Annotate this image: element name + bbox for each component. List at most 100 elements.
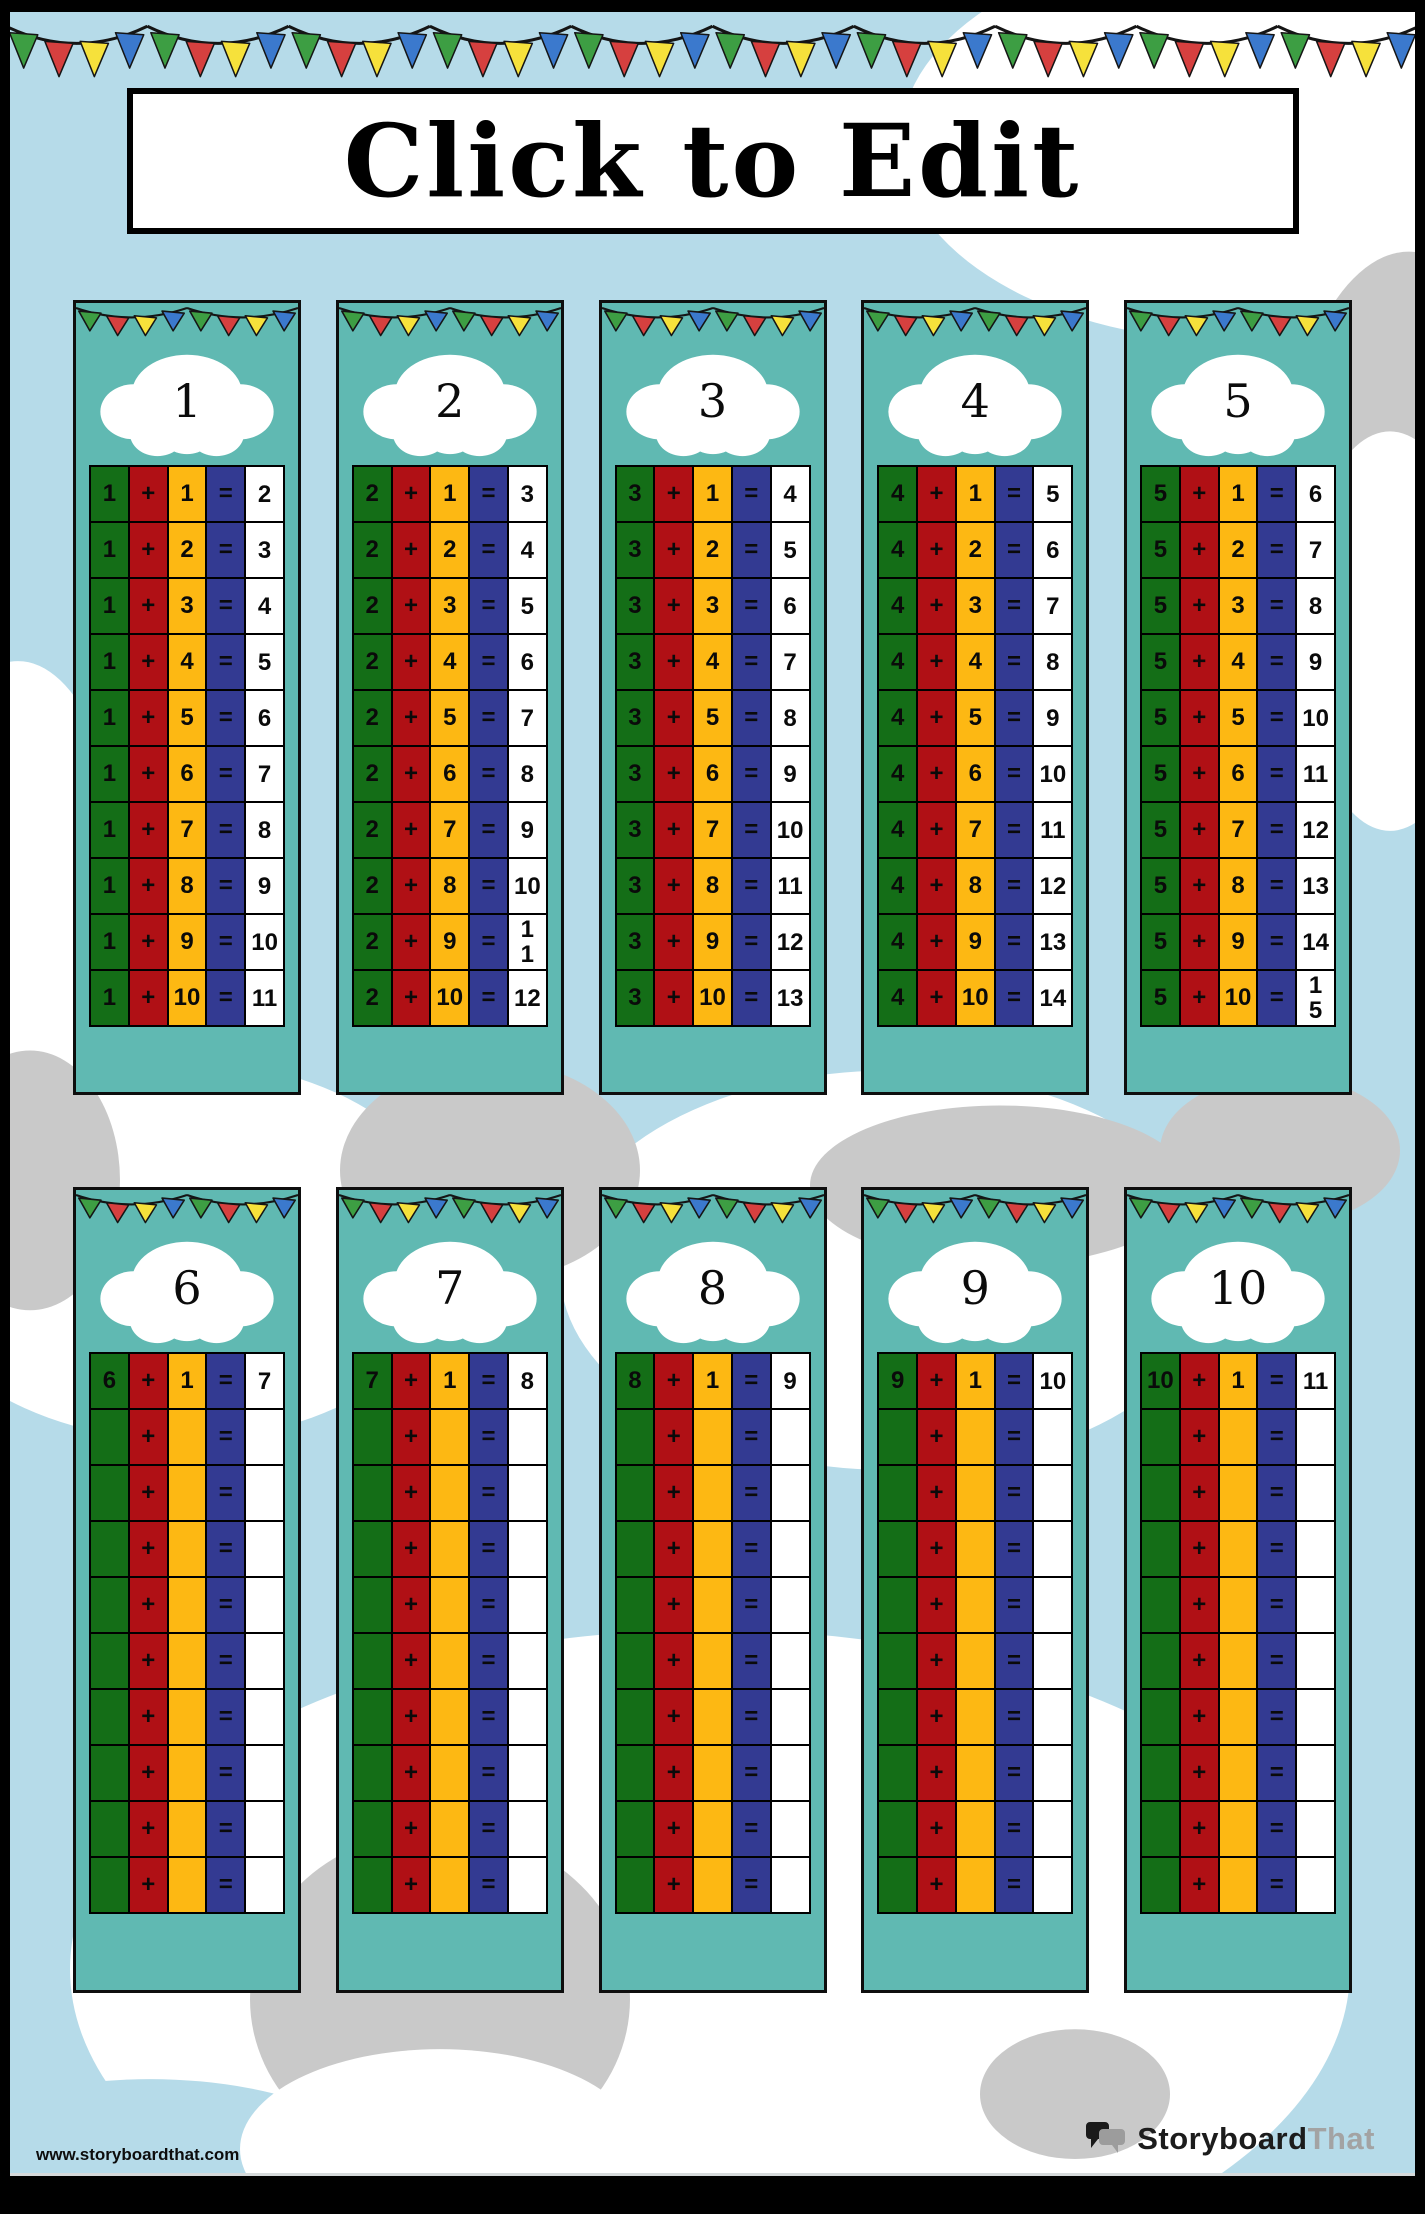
- augend-cell[interactable]: 1: [89, 745, 130, 803]
- sum-cell[interactable]: 12: [1032, 857, 1074, 915]
- equals-cell[interactable]: =: [1256, 1464, 1298, 1522]
- addend-cell[interactable]: 8: [692, 857, 733, 915]
- equals-cell[interactable]: =: [993, 1744, 1035, 1802]
- plus-cell[interactable]: +: [127, 465, 169, 523]
- equals-cell[interactable]: =: [993, 1632, 1035, 1690]
- plus-cell[interactable]: +: [653, 913, 695, 971]
- sum-cell[interactable]: 7: [244, 745, 285, 803]
- addend-cell[interactable]: 2: [954, 521, 996, 579]
- equals-cell[interactable]: =: [468, 1352, 509, 1410]
- augend-cell[interactable]: [351, 1800, 393, 1858]
- plus-cell[interactable]: +: [653, 1464, 695, 1522]
- equals-cell[interactable]: =: [1256, 745, 1298, 803]
- addend-cell[interactable]: [692, 1464, 733, 1522]
- sum-cell[interactable]: 9: [769, 1352, 811, 1410]
- equals-cell[interactable]: =: [468, 857, 509, 915]
- sum-cell[interactable]: [244, 1520, 285, 1578]
- equals-cell[interactable]: =: [1256, 521, 1298, 579]
- plus-cell[interactable]: +: [127, 689, 169, 747]
- equals-cell[interactable]: =: [205, 1408, 247, 1466]
- plus-cell[interactable]: +: [127, 1520, 169, 1578]
- equals-cell[interactable]: =: [1256, 1520, 1298, 1578]
- sum-cell[interactable]: [1032, 1744, 1074, 1802]
- sum-cell[interactable]: 4: [506, 521, 548, 579]
- augend-cell[interactable]: 3: [614, 857, 656, 915]
- sum-cell[interactable]: [1032, 1576, 1074, 1634]
- addend-cell[interactable]: [1217, 1464, 1259, 1522]
- equals-cell[interactable]: =: [468, 801, 509, 859]
- augend-cell[interactable]: [877, 1520, 919, 1578]
- addend-cell[interactable]: 3: [429, 577, 471, 635]
- sum-cell[interactable]: [244, 1576, 285, 1634]
- augend-cell[interactable]: 1: [89, 633, 130, 691]
- plus-cell[interactable]: +: [1178, 521, 1220, 579]
- addend-cell[interactable]: [429, 1800, 471, 1858]
- addend-cell[interactable]: 7: [1217, 801, 1259, 859]
- sum-cell[interactable]: [769, 1800, 811, 1858]
- plus-cell[interactable]: +: [653, 801, 695, 859]
- plus-cell[interactable]: +: [653, 969, 695, 1027]
- augend-cell[interactable]: 1: [89, 857, 130, 915]
- equals-cell[interactable]: =: [205, 689, 247, 747]
- addend-cell[interactable]: [166, 1408, 208, 1466]
- augend-cell[interactable]: [89, 1688, 130, 1746]
- addend-cell[interactable]: 10: [954, 969, 996, 1027]
- addend-cell[interactable]: [166, 1856, 208, 1914]
- addend-cell[interactable]: 8: [954, 857, 996, 915]
- sum-cell[interactable]: [244, 1632, 285, 1690]
- equals-cell[interactable]: =: [730, 1576, 772, 1634]
- equals-cell[interactable]: =: [205, 521, 247, 579]
- addend-cell[interactable]: [166, 1800, 208, 1858]
- addend-cell[interactable]: 7: [954, 801, 996, 859]
- augend-cell[interactable]: 3: [614, 465, 656, 523]
- augend-cell[interactable]: 1: [89, 913, 130, 971]
- addend-cell[interactable]: 9: [429, 913, 471, 971]
- sum-cell[interactable]: [1295, 1464, 1336, 1522]
- augend-cell[interactable]: 4: [877, 913, 919, 971]
- addend-cell[interactable]: [166, 1744, 208, 1802]
- sum-cell[interactable]: 10: [1032, 1352, 1074, 1410]
- plus-cell[interactable]: +: [390, 465, 432, 523]
- plus-cell[interactable]: +: [653, 1352, 695, 1410]
- augend-cell[interactable]: 10: [1140, 1352, 1181, 1410]
- augend-cell[interactable]: [89, 1576, 130, 1634]
- equals-cell[interactable]: =: [468, 1408, 509, 1466]
- sum-cell[interactable]: 8: [1032, 633, 1074, 691]
- sum-cell[interactable]: [1032, 1800, 1074, 1858]
- card-number[interactable]: 10: [1208, 1261, 1268, 1315]
- sum-cell[interactable]: 14: [1295, 913, 1336, 971]
- sum-cell[interactable]: [506, 1520, 548, 1578]
- addend-cell[interactable]: 4: [166, 633, 208, 691]
- equals-cell[interactable]: =: [730, 913, 772, 971]
- plus-cell[interactable]: +: [916, 1744, 957, 1802]
- augend-cell[interactable]: 6: [89, 1352, 130, 1410]
- plus-cell[interactable]: +: [127, 521, 169, 579]
- addend-cell[interactable]: 9: [954, 913, 996, 971]
- augend-cell[interactable]: 4: [877, 801, 919, 859]
- plus-cell[interactable]: +: [916, 633, 957, 691]
- sum-cell[interactable]: [506, 1576, 548, 1634]
- equals-cell[interactable]: =: [468, 1856, 509, 1914]
- plus-cell[interactable]: +: [390, 801, 432, 859]
- addend-cell[interactable]: [1217, 1576, 1259, 1634]
- augend-cell[interactable]: 2: [351, 633, 393, 691]
- addition-card-8[interactable]: 8 8+1=9+=+=+=+=+=+=+=+=+=: [598, 1187, 827, 1993]
- plus-cell[interactable]: +: [653, 1856, 695, 1914]
- plus-cell[interactable]: +: [653, 1576, 695, 1634]
- sum-cell[interactable]: [1295, 1576, 1336, 1634]
- sum-cell[interactable]: 8: [244, 801, 285, 859]
- sum-cell[interactable]: 13: [1295, 857, 1336, 915]
- sum-cell[interactable]: [506, 1688, 548, 1746]
- equals-cell[interactable]: =: [468, 1688, 509, 1746]
- equals-cell[interactable]: =: [993, 1464, 1035, 1522]
- addend-cell[interactable]: 6: [429, 745, 471, 803]
- addend-cell[interactable]: 10: [166, 969, 208, 1027]
- sum-cell[interactable]: [769, 1856, 811, 1914]
- plus-cell[interactable]: +: [653, 1744, 695, 1802]
- addend-cell[interactable]: [954, 1856, 996, 1914]
- augend-cell[interactable]: 3: [614, 633, 656, 691]
- addend-cell[interactable]: [954, 1744, 996, 1802]
- plus-cell[interactable]: +: [1178, 1856, 1220, 1914]
- addend-cell[interactable]: 7: [166, 801, 208, 859]
